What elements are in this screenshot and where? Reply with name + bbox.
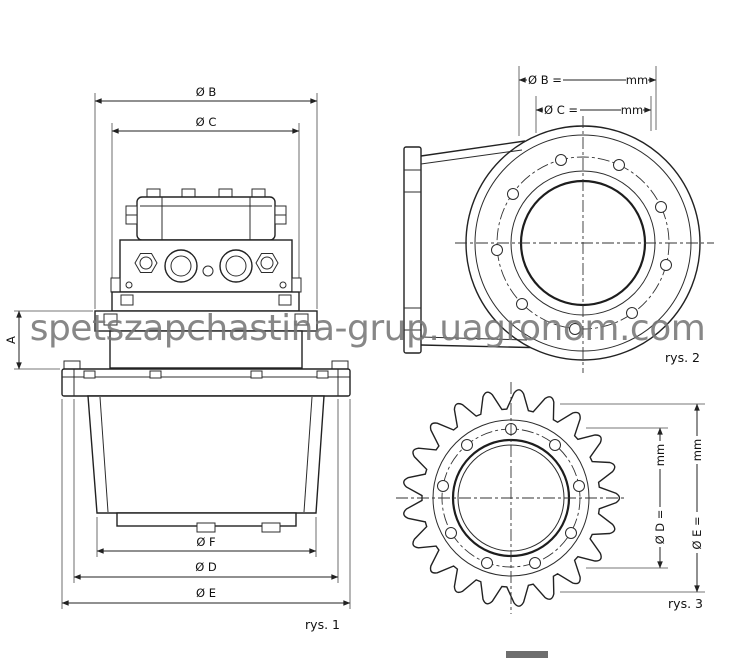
motor-housing-side-view: Ø B = mm Ø C = mm rys. [403,66,714,373]
fig2-dim-c-unit: mm [621,103,643,117]
fig1-dim-e-label: Ø E [196,586,216,600]
fig1-dim-c-label: Ø C [196,115,217,129]
fig2-dim-c-label: Ø C = [544,103,578,117]
fig3-dim-e-label: Ø E = [690,516,704,549]
fig3-dim-e-unit: mm [690,439,704,461]
sprocket-view: mm Ø D = mm Ø E = rys. 3 [396,382,705,614]
fig1-dim-f-label: Ø F [196,535,215,549]
fig1-caption: rys. 1 [305,617,340,632]
fig3-caption: rys. 3 [668,596,703,611]
partial-watermark-bottom [506,651,548,658]
final-drive-front-view: Ø B Ø C [4,85,351,632]
fig1-dim-b-label: Ø B [196,85,217,99]
fig2-caption: rys. 2 [665,350,700,365]
fig1-dim-a-label: A [4,336,18,344]
fig2-dim-b-label: Ø B = [528,73,562,87]
fig3-dim-d-label: Ø D = [653,510,667,545]
fig2-dim-b-unit: mm [626,73,648,87]
fig3-dim-d-unit: mm [653,444,667,466]
fig1-dim-d-label: Ø D [195,560,217,574]
